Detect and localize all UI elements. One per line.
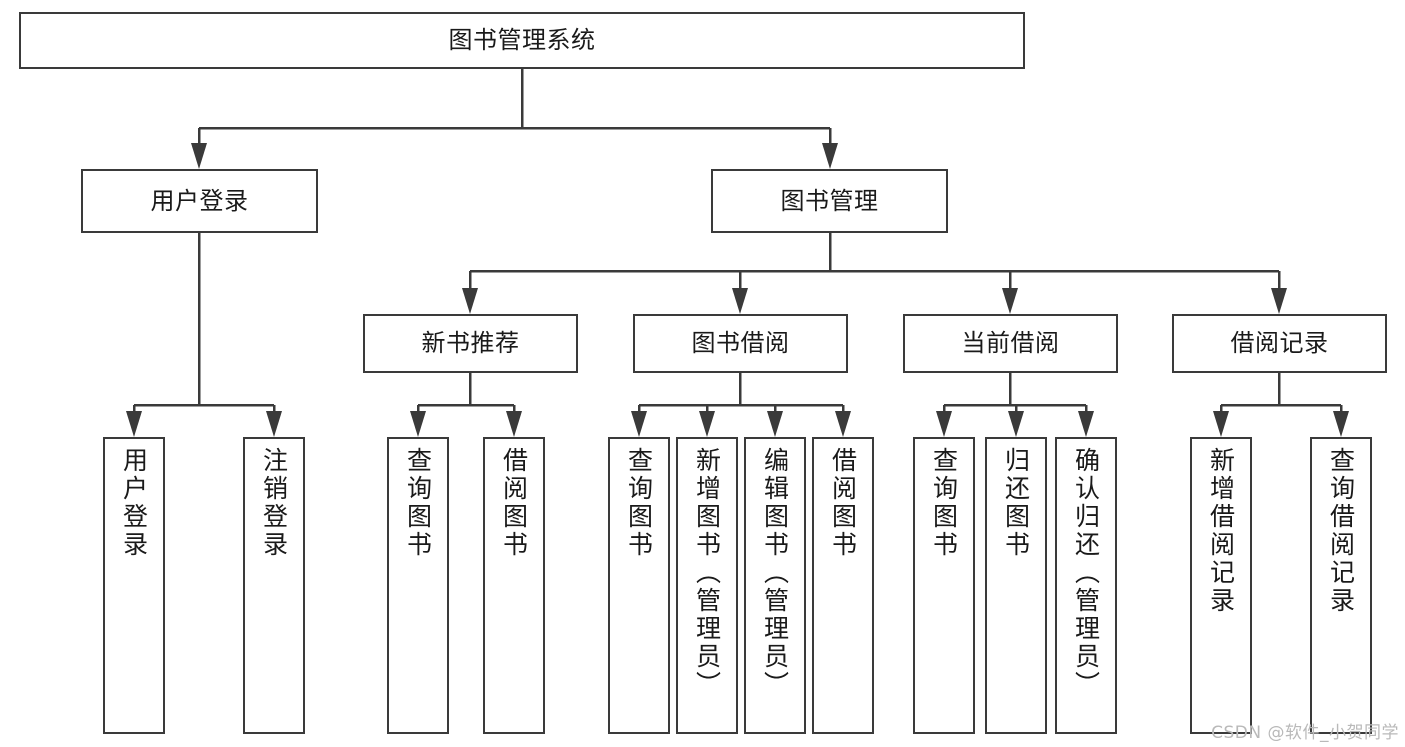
leaf-add-book-admin[interactable]: 新增图书（管理员） <box>676 437 738 734</box>
node-label: 新书推荐 <box>421 329 520 358</box>
leaf-edit-book-admin[interactable]: 编辑图书（管理员） <box>744 437 806 734</box>
leaf-confirm-return-admin[interactable]: 确认归还（管理员） <box>1055 437 1117 734</box>
node-label: 当前借阅 <box>961 329 1060 358</box>
leaf-borrow-book-recommend[interactable]: 借阅图书 <box>483 437 545 734</box>
node-label: 新增借阅记录 <box>1206 447 1236 615</box>
node-label: 用户登录 <box>119 447 149 559</box>
node-borrow-record[interactable]: 借阅记录 <box>1172 314 1387 373</box>
node-label: 查询图书 <box>929 447 959 559</box>
node-book-management[interactable]: 图书管理 <box>711 169 948 233</box>
leaf-return-book[interactable]: 归还图书 <box>985 437 1047 734</box>
leaf-add-borrow-record[interactable]: 新增借阅记录 <box>1190 437 1252 734</box>
node-new-book-recommend[interactable]: 新书推荐 <box>363 314 578 373</box>
node-label: 借阅图书 <box>828 447 858 559</box>
node-label: 查询借阅记录 <box>1326 447 1356 615</box>
node-label: 借阅记录 <box>1230 329 1329 358</box>
node-label: 图书管理 <box>780 186 879 215</box>
leaf-user-login[interactable]: 用户登录 <box>103 437 165 734</box>
node-label: 查询图书 <box>624 447 654 559</box>
leaf-query-book-borrow[interactable]: 查询图书 <box>608 437 670 734</box>
node-label: 新增图书（管理员） <box>692 447 722 699</box>
node-root-system[interactable]: 图书管理系统 <box>19 12 1025 69</box>
node-current-borrow[interactable]: 当前借阅 <box>903 314 1118 373</box>
leaf-logout[interactable]: 注销登录 <box>243 437 305 734</box>
node-book-borrow[interactable]: 图书借阅 <box>633 314 848 373</box>
node-label: 图书管理系统 <box>448 26 596 55</box>
leaf-borrow-book[interactable]: 借阅图书 <box>812 437 874 734</box>
leaf-query-borrow-record[interactable]: 查询借阅记录 <box>1310 437 1372 734</box>
node-label: 用户登录 <box>150 186 249 215</box>
watermark-credit: CSDN @软件_小贺同学 <box>1211 723 1399 743</box>
node-user-login[interactable]: 用户登录 <box>81 169 318 233</box>
leaf-query-book-recommend[interactable]: 查询图书 <box>387 437 449 734</box>
node-label: 查询图书 <box>403 447 433 559</box>
node-label: 归还图书 <box>1001 447 1031 559</box>
node-label: 注销登录 <box>259 447 289 559</box>
node-label: 编辑图书（管理员） <box>760 447 790 699</box>
node-label: 借阅图书 <box>499 447 529 559</box>
leaf-query-book-current[interactable]: 查询图书 <box>913 437 975 734</box>
node-label: 确认归还（管理员） <box>1071 447 1101 699</box>
node-label: 图书借阅 <box>691 329 790 358</box>
